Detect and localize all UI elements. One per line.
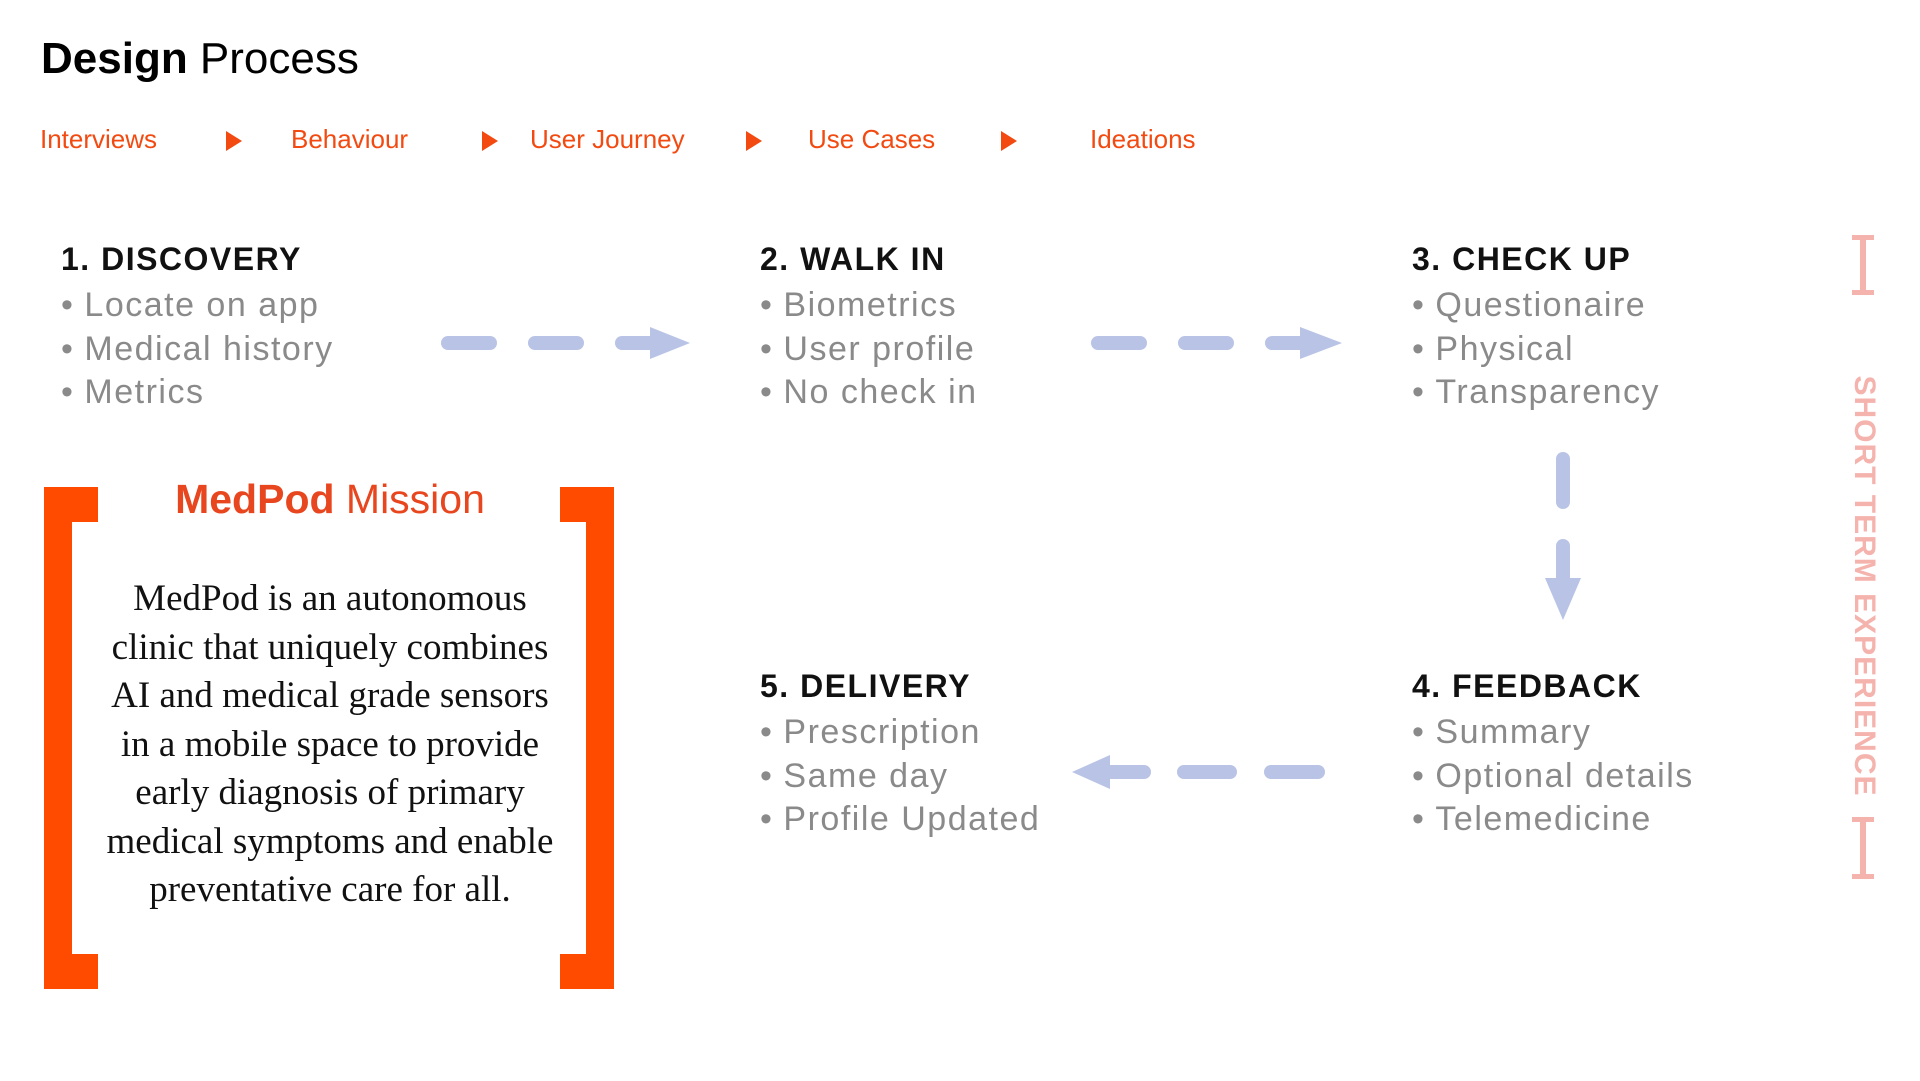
stage-walk-in: 2. WALK IN Biometrics User profile No ch… <box>760 236 978 415</box>
title-bold: Design <box>41 34 188 83</box>
stage-item: Locate on app <box>61 284 334 328</box>
play-triangle-icon <box>226 131 242 151</box>
left-bracket-icon <box>44 487 98 989</box>
stage-title: 2. WALK IN <box>760 241 946 277</box>
stage-item: Metrics <box>61 371 334 415</box>
page-title: Design Process <box>41 34 359 84</box>
process-step-use-cases: Use Cases <box>808 124 936 154</box>
stage-item: Prescription <box>760 711 1040 755</box>
mission-title: MedPod Mission <box>90 476 570 523</box>
stage-discovery: 1. DISCOVERY Locate on app Medical histo… <box>61 236 334 415</box>
process-step-behaviour: Behaviour <box>291 124 409 154</box>
side-label-markers <box>1852 235 1874 879</box>
mission-title-rest: Mission <box>334 476 485 522</box>
stage-item: Optional details <box>1412 755 1694 799</box>
play-triangle-icon <box>482 131 498 151</box>
play-triangle-icon <box>1001 131 1017 151</box>
arrowhead-left-icon <box>1072 755 1110 789</box>
arrowhead-down-icon <box>1545 578 1581 620</box>
play-triangle-icon <box>746 131 762 151</box>
stage-item: Transparency <box>1412 371 1660 415</box>
arrowhead-right-icon <box>1300 327 1342 359</box>
stage-title: 3. CHECK UP <box>1412 241 1632 277</box>
stage-title: 1. DISCOVERY <box>61 241 302 277</box>
stage-check-up: 3. CHECK UP Questionaire Physical Transp… <box>1412 236 1660 415</box>
stage-delivery: 5. DELIVERY Prescription Same day Profil… <box>760 663 1040 842</box>
stage-item: Profile Updated <box>760 798 1040 842</box>
process-step-user-journey: User Journey <box>530 124 685 154</box>
title-rest: Process <box>187 34 359 83</box>
mission-text: MedPod is an autonomous clinic that uniq… <box>106 578 554 910</box>
stage-item: Summary <box>1412 711 1694 755</box>
stage-item: Physical <box>1412 328 1660 372</box>
stage-title: 4. FEEDBACK <box>1412 668 1642 704</box>
stage-item: User profile <box>760 328 978 372</box>
stage-item: Questionaire <box>1412 284 1660 328</box>
side-label: SHORT TERM EXPERIENCE <box>1848 375 1881 797</box>
stage-item: Medical history <box>61 328 334 372</box>
stage-feedback: 4. FEEDBACK Summary Optional details Tel… <box>1412 663 1694 842</box>
stage-item: Same day <box>760 755 1040 799</box>
right-bracket-icon <box>560 487 614 989</box>
stage-item: No check in <box>760 371 978 415</box>
process-step-ideations: Ideations <box>1090 124 1196 154</box>
stage-title: 5. DELIVERY <box>760 668 971 704</box>
arrowhead-right-icon <box>650 327 690 359</box>
stage-item: Biometrics <box>760 284 978 328</box>
process-step-interviews: Interviews <box>40 124 158 154</box>
stage-item: Telemedicine <box>1412 798 1694 842</box>
mission-title-bold: MedPod <box>175 476 335 522</box>
